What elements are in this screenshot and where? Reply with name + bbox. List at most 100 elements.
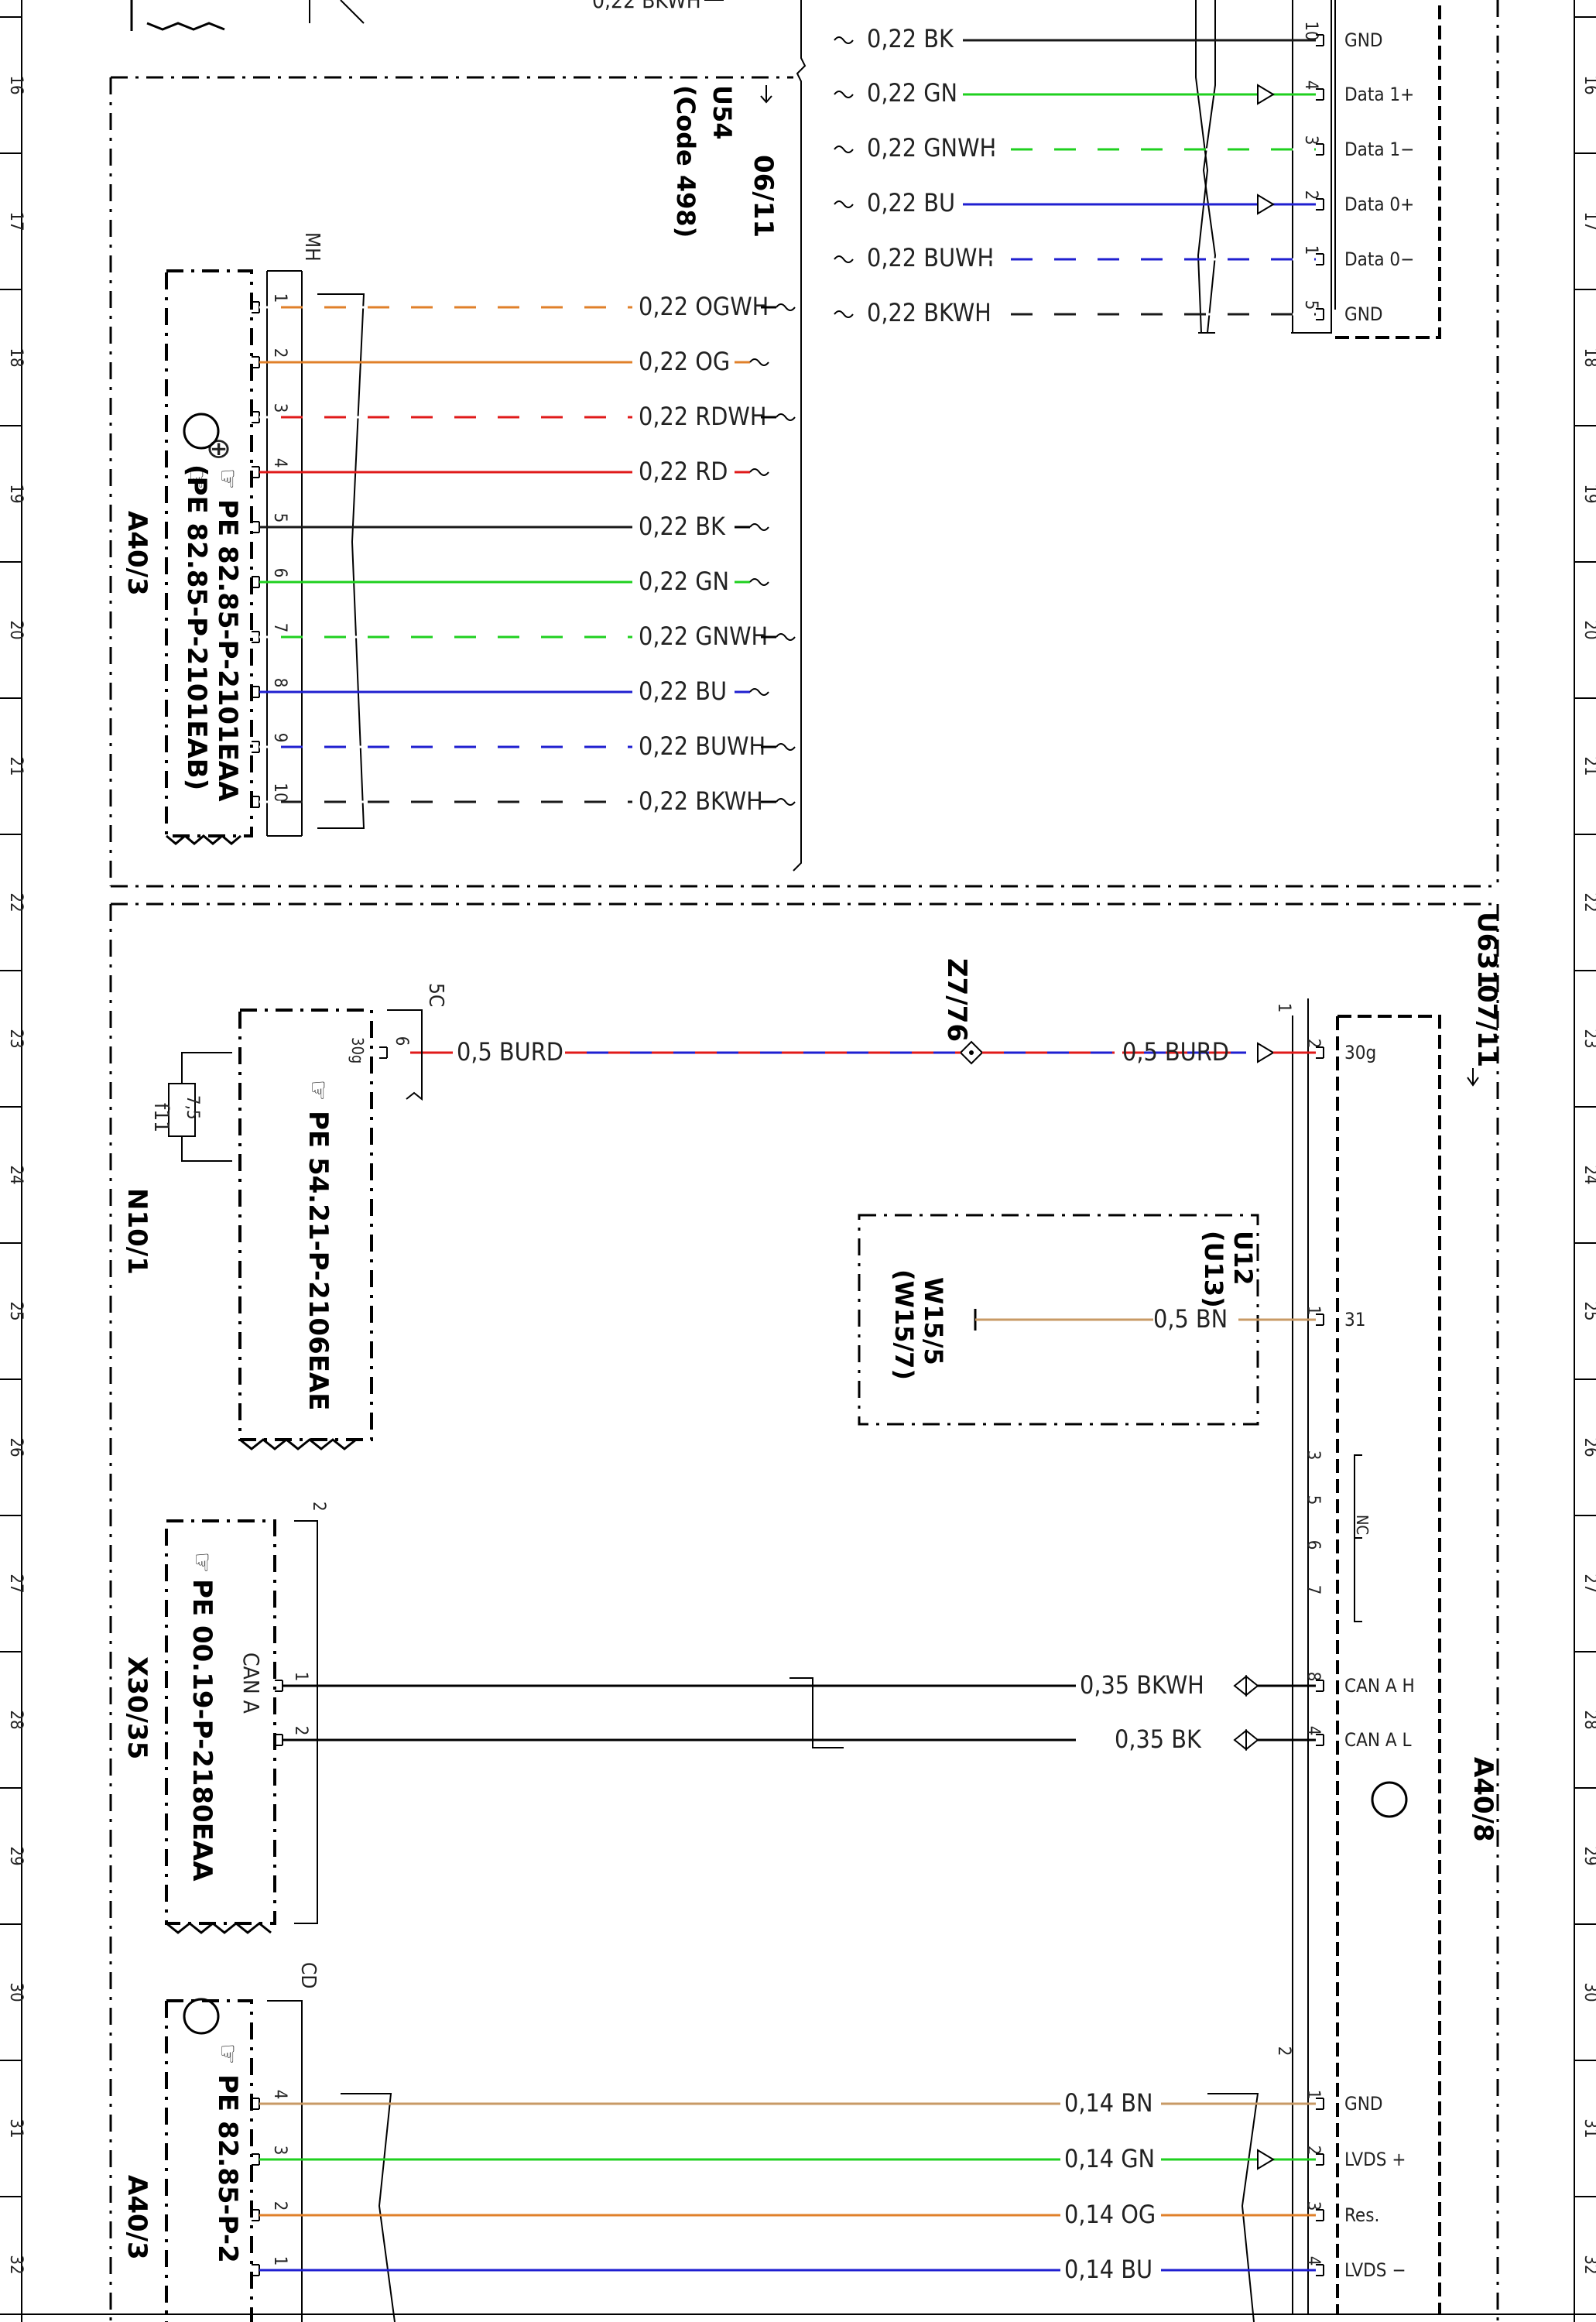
left-wire-end <box>749 358 769 366</box>
can-pin-right: 8 <box>1303 1672 1323 1682</box>
lvds-pin-label: Res. <box>1344 2204 1379 2226</box>
transistor-icon-2 <box>1371 1781 1408 1818</box>
ground-wire-label: 0,5 BN <box>1153 1304 1228 1334</box>
data-arrow <box>1257 84 1275 105</box>
right-pin-stub <box>1316 253 1324 265</box>
fuse-pin-number: 6 <box>392 1036 411 1046</box>
can-connector-pin: 2 <box>309 1502 328 1512</box>
right-wire-label: 0,22 GN <box>867 78 957 108</box>
remnant-zigzag <box>130 0 225 31</box>
grid-number-left: 23 <box>6 1029 26 1048</box>
a40-3-box <box>165 269 253 837</box>
lvds-pin-left: 2 <box>270 2201 289 2211</box>
lvds-pin-label: LVDS − <box>1344 2259 1406 2281</box>
grid-number-right: 28 <box>1581 1710 1596 1729</box>
can-arrow <box>1233 1674 1259 1697</box>
component-ref-2-top: (PE 82.85-P-2101EAB) <box>181 464 212 790</box>
grid-number-right: 20 <box>1581 620 1596 639</box>
left-pin-number: 5 <box>270 513 289 523</box>
can-pin-stub-right <box>1316 1734 1324 1746</box>
grid-number-right: 21 <box>1581 756 1596 776</box>
lvds-harness-left <box>341 2093 396 2322</box>
section-ref-bottom: 07/11 <box>1471 985 1502 1067</box>
right-wire-label: 0,22 BKWH <box>867 298 992 327</box>
grid-number-left: 18 <box>6 348 26 367</box>
can-pin-label: CAN A L <box>1344 1729 1412 1751</box>
right-harness-wave <box>1202 0 1217 334</box>
lvds-pin-stub-right <box>1316 2153 1324 2166</box>
grid-number-left: 28 <box>6 1710 26 1729</box>
right-pin-stub <box>1316 143 1324 156</box>
fuse-pin-label: 30g <box>348 1037 367 1063</box>
left-pin-number: 8 <box>270 678 289 688</box>
power-pin-label: 30g <box>1344 1042 1376 1063</box>
ground-point-sub: (W15/7) <box>889 1269 919 1380</box>
right-pin-number: 2 <box>1301 190 1320 200</box>
lvds-pin-right: 1 <box>1303 2090 1323 2100</box>
remnant-diag <box>340 0 365 24</box>
can-ref: PE 00.19-P-2180EAA <box>187 1579 217 1882</box>
left-wire-label: 0,22 BUWH <box>639 731 765 761</box>
can-pin-left: 2 <box>291 1726 310 1736</box>
power-pin-number: 2 <box>1303 1039 1323 1049</box>
right-pin-label: GND <box>1344 303 1383 325</box>
section-code-top: U54 <box>707 85 737 140</box>
nc-pin-number: 7 <box>1303 1585 1323 1595</box>
ground-pin-label: 31 <box>1344 1309 1365 1331</box>
grid-number-right: 26 <box>1581 1437 1596 1457</box>
right-pin-number: 4 <box>1301 80 1320 91</box>
left-wire-end <box>776 633 796 641</box>
lvds-ref: PE 82.85-P-2 <box>212 2074 243 2263</box>
component-top: A40/3 <box>122 511 152 596</box>
lvds-pin-label: GND <box>1344 2093 1383 2115</box>
left-wire-label: 0,22 OG <box>639 347 730 376</box>
right-pin-label: Data 1+ <box>1344 84 1414 105</box>
left-pin-number: 9 <box>270 733 289 743</box>
grid-number-right: 30 <box>1581 1982 1596 2002</box>
component-right: A40/8 <box>1468 1757 1498 1842</box>
lvds-wire-label: 0,14 GN <box>1064 2144 1155 2173</box>
pe-hand-icon-4: ☞ <box>187 1552 217 1573</box>
nc-pin-number: 3 <box>1303 1450 1323 1461</box>
mh-connector-label: MH <box>300 232 324 262</box>
left-pin-number: 10 <box>270 783 289 802</box>
can-pin-stub-right <box>1316 1680 1324 1692</box>
can-conn-bracket <box>294 1520 318 1924</box>
lvds-pin-right: 2 <box>1303 2146 1323 2156</box>
can-wire-label: 0,35 BK <box>1115 1724 1202 1754</box>
ground-pin-number: 1 <box>1303 1306 1323 1316</box>
right-pin-label: GND <box>1344 29 1383 51</box>
grid-number-left: 16 <box>6 75 26 94</box>
fuse-box-label: N10/1 <box>122 1188 152 1275</box>
grid-number-left: 29 <box>6 1846 26 1865</box>
nc-pin-number: 5 <box>1303 1495 1323 1505</box>
ground-box <box>858 1214 1259 1426</box>
lvds-arrow <box>1257 2149 1275 2170</box>
lvds-harness-right <box>1207 2093 1259 2322</box>
a40-8-box <box>1337 1015 1441 2314</box>
grid-number-left: 32 <box>6 2255 26 2274</box>
grid-number-left: 19 <box>6 484 26 503</box>
can-pin-label: CAN A H <box>1344 1675 1415 1697</box>
grid-number-right: 16 <box>1581 75 1596 94</box>
pe-hand-icon-3: ☞ <box>303 1080 334 1101</box>
lvds-wire-label: 0,14 BU <box>1064 2255 1152 2284</box>
right-pin-number: 3 <box>1301 135 1320 146</box>
lvds-pin-left: 3 <box>270 2146 289 2156</box>
left-pin-number: 3 <box>270 403 289 413</box>
left-pin-number: 4 <box>270 458 289 468</box>
grid-number-left: 17 <box>6 211 26 231</box>
left-wire-end <box>749 688 769 696</box>
left-wire-end <box>749 468 769 476</box>
transistor-icon-3 <box>183 1998 220 2035</box>
left-pin-number: 6 <box>270 568 289 578</box>
grid-number-right: 25 <box>1581 1301 1596 1320</box>
left-wire-end <box>776 413 796 421</box>
grid-number-right: 19 <box>1581 484 1596 503</box>
left-wire-end <box>749 523 769 531</box>
left-wire-label: 0,22 GN <box>639 567 729 596</box>
right-pin-stub <box>1316 198 1324 211</box>
grid-number-left: 20 <box>6 620 26 639</box>
grid-number-right: 18 <box>1581 348 1596 367</box>
section-code-sub-top: (Code 498) <box>671 85 700 238</box>
